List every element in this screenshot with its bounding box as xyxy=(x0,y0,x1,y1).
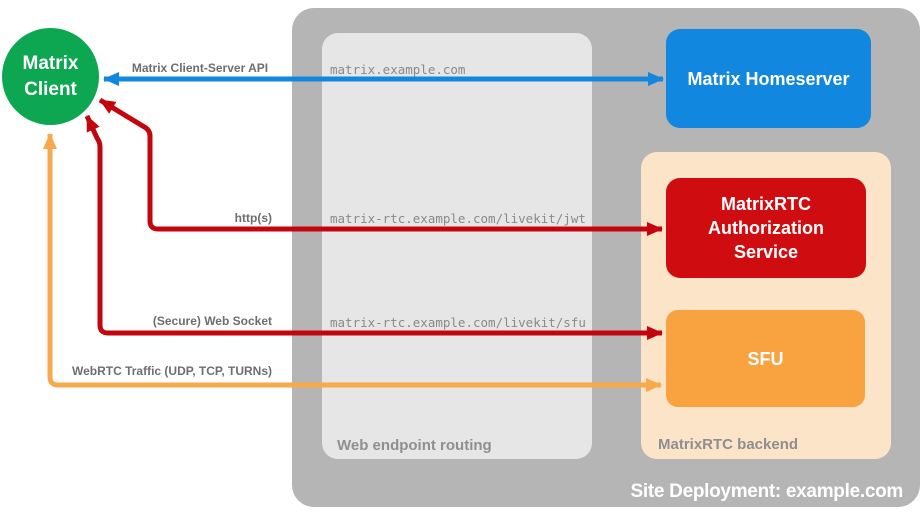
https-edge-label: http(s) xyxy=(234,211,272,225)
webrtc-traffic-edge-label: WebRTC Traffic (UDP, TCP, TURNs) xyxy=(71,364,272,378)
matrix-homeserver-node: Matrix Homeserver xyxy=(666,29,871,128)
endpoint-livekit-jwt: matrix-rtc.example.com/livekit/jwt xyxy=(330,211,586,226)
web-endpoint-routing-caption: Web endpoint routing xyxy=(337,437,492,454)
sfu-label: SFU xyxy=(747,348,784,369)
matrix-client-label: Matrix Client xyxy=(22,52,79,100)
arrow-https-jwt xyxy=(98,97,663,236)
matrixrtc-auth-service-label: MatrixRTC Authorization Service xyxy=(708,194,824,262)
websocket-edge-label: (Secure) Web Socket xyxy=(152,314,272,328)
site-deployment-caption: Site Deployment: example.com xyxy=(630,481,904,502)
matrix-homeserver-label: Matrix Homeserver xyxy=(687,68,850,89)
endpoint-livekit-sfu: matrix-rtc.example.com/livekit/sfu xyxy=(330,315,586,330)
endpoint-matrix-example-com: matrix.example.com xyxy=(330,62,466,77)
matrixrtc-auth-service-node: MatrixRTC Authorization Service xyxy=(666,178,866,278)
matrix-client-node: Matrix Client xyxy=(2,28,99,125)
sfu-node: SFU xyxy=(666,310,865,407)
arrow-webrtc-traffic xyxy=(43,133,662,392)
matrixrtc-backend-caption: MatrixRTC backend xyxy=(658,436,799,453)
client-server-api-edge-label: Matrix Client-Server API xyxy=(131,61,269,75)
